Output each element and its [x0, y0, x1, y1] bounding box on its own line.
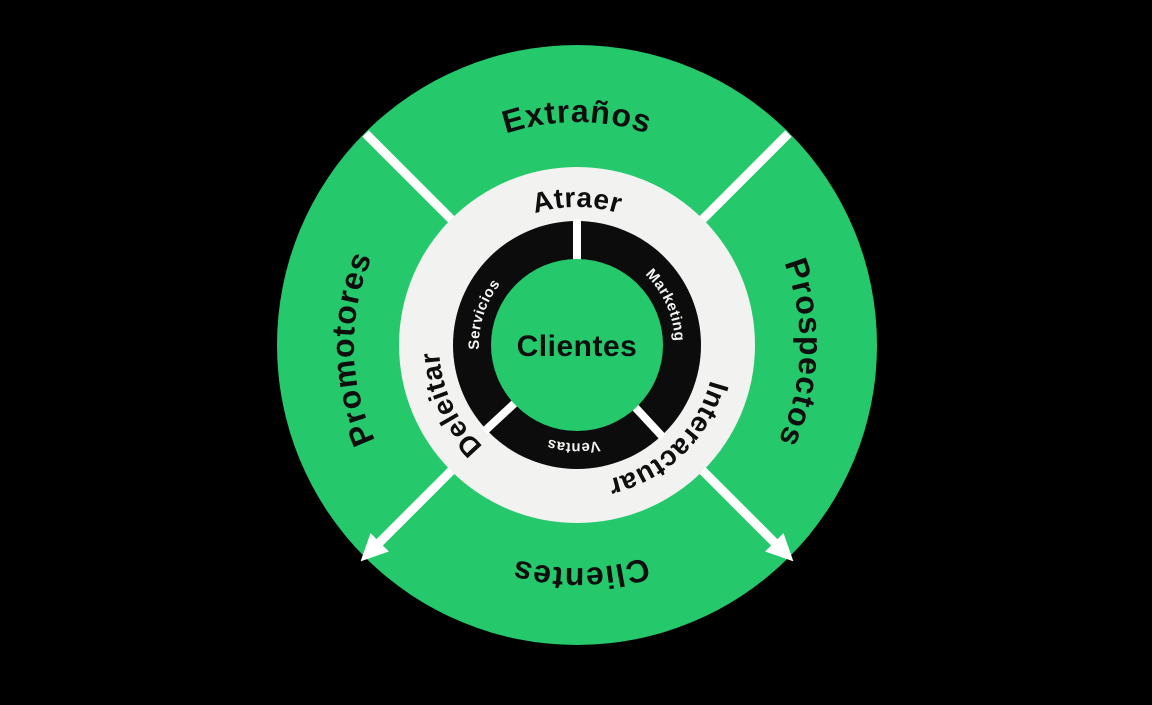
rotation-arrow-icon	[765, 533, 794, 562]
divider-top-left	[362, 130, 456, 224]
divider-bottom-left	[375, 466, 456, 547]
center-label-clientes: Clientes	[517, 330, 638, 363]
inner-ring	[453, 219, 701, 469]
rotation-arrow-icon	[360, 533, 389, 562]
inner-label-ventas-text: Ventas	[545, 435, 601, 456]
divider-bottom-right	[698, 466, 779, 547]
inner-divider-bottom-left	[482, 399, 519, 434]
inner-divider-bottom-right	[631, 403, 666, 440]
inner-label-ventas: Ventas	[545, 435, 601, 456]
center-disc	[491, 259, 663, 431]
divider-top-right	[698, 130, 792, 224]
